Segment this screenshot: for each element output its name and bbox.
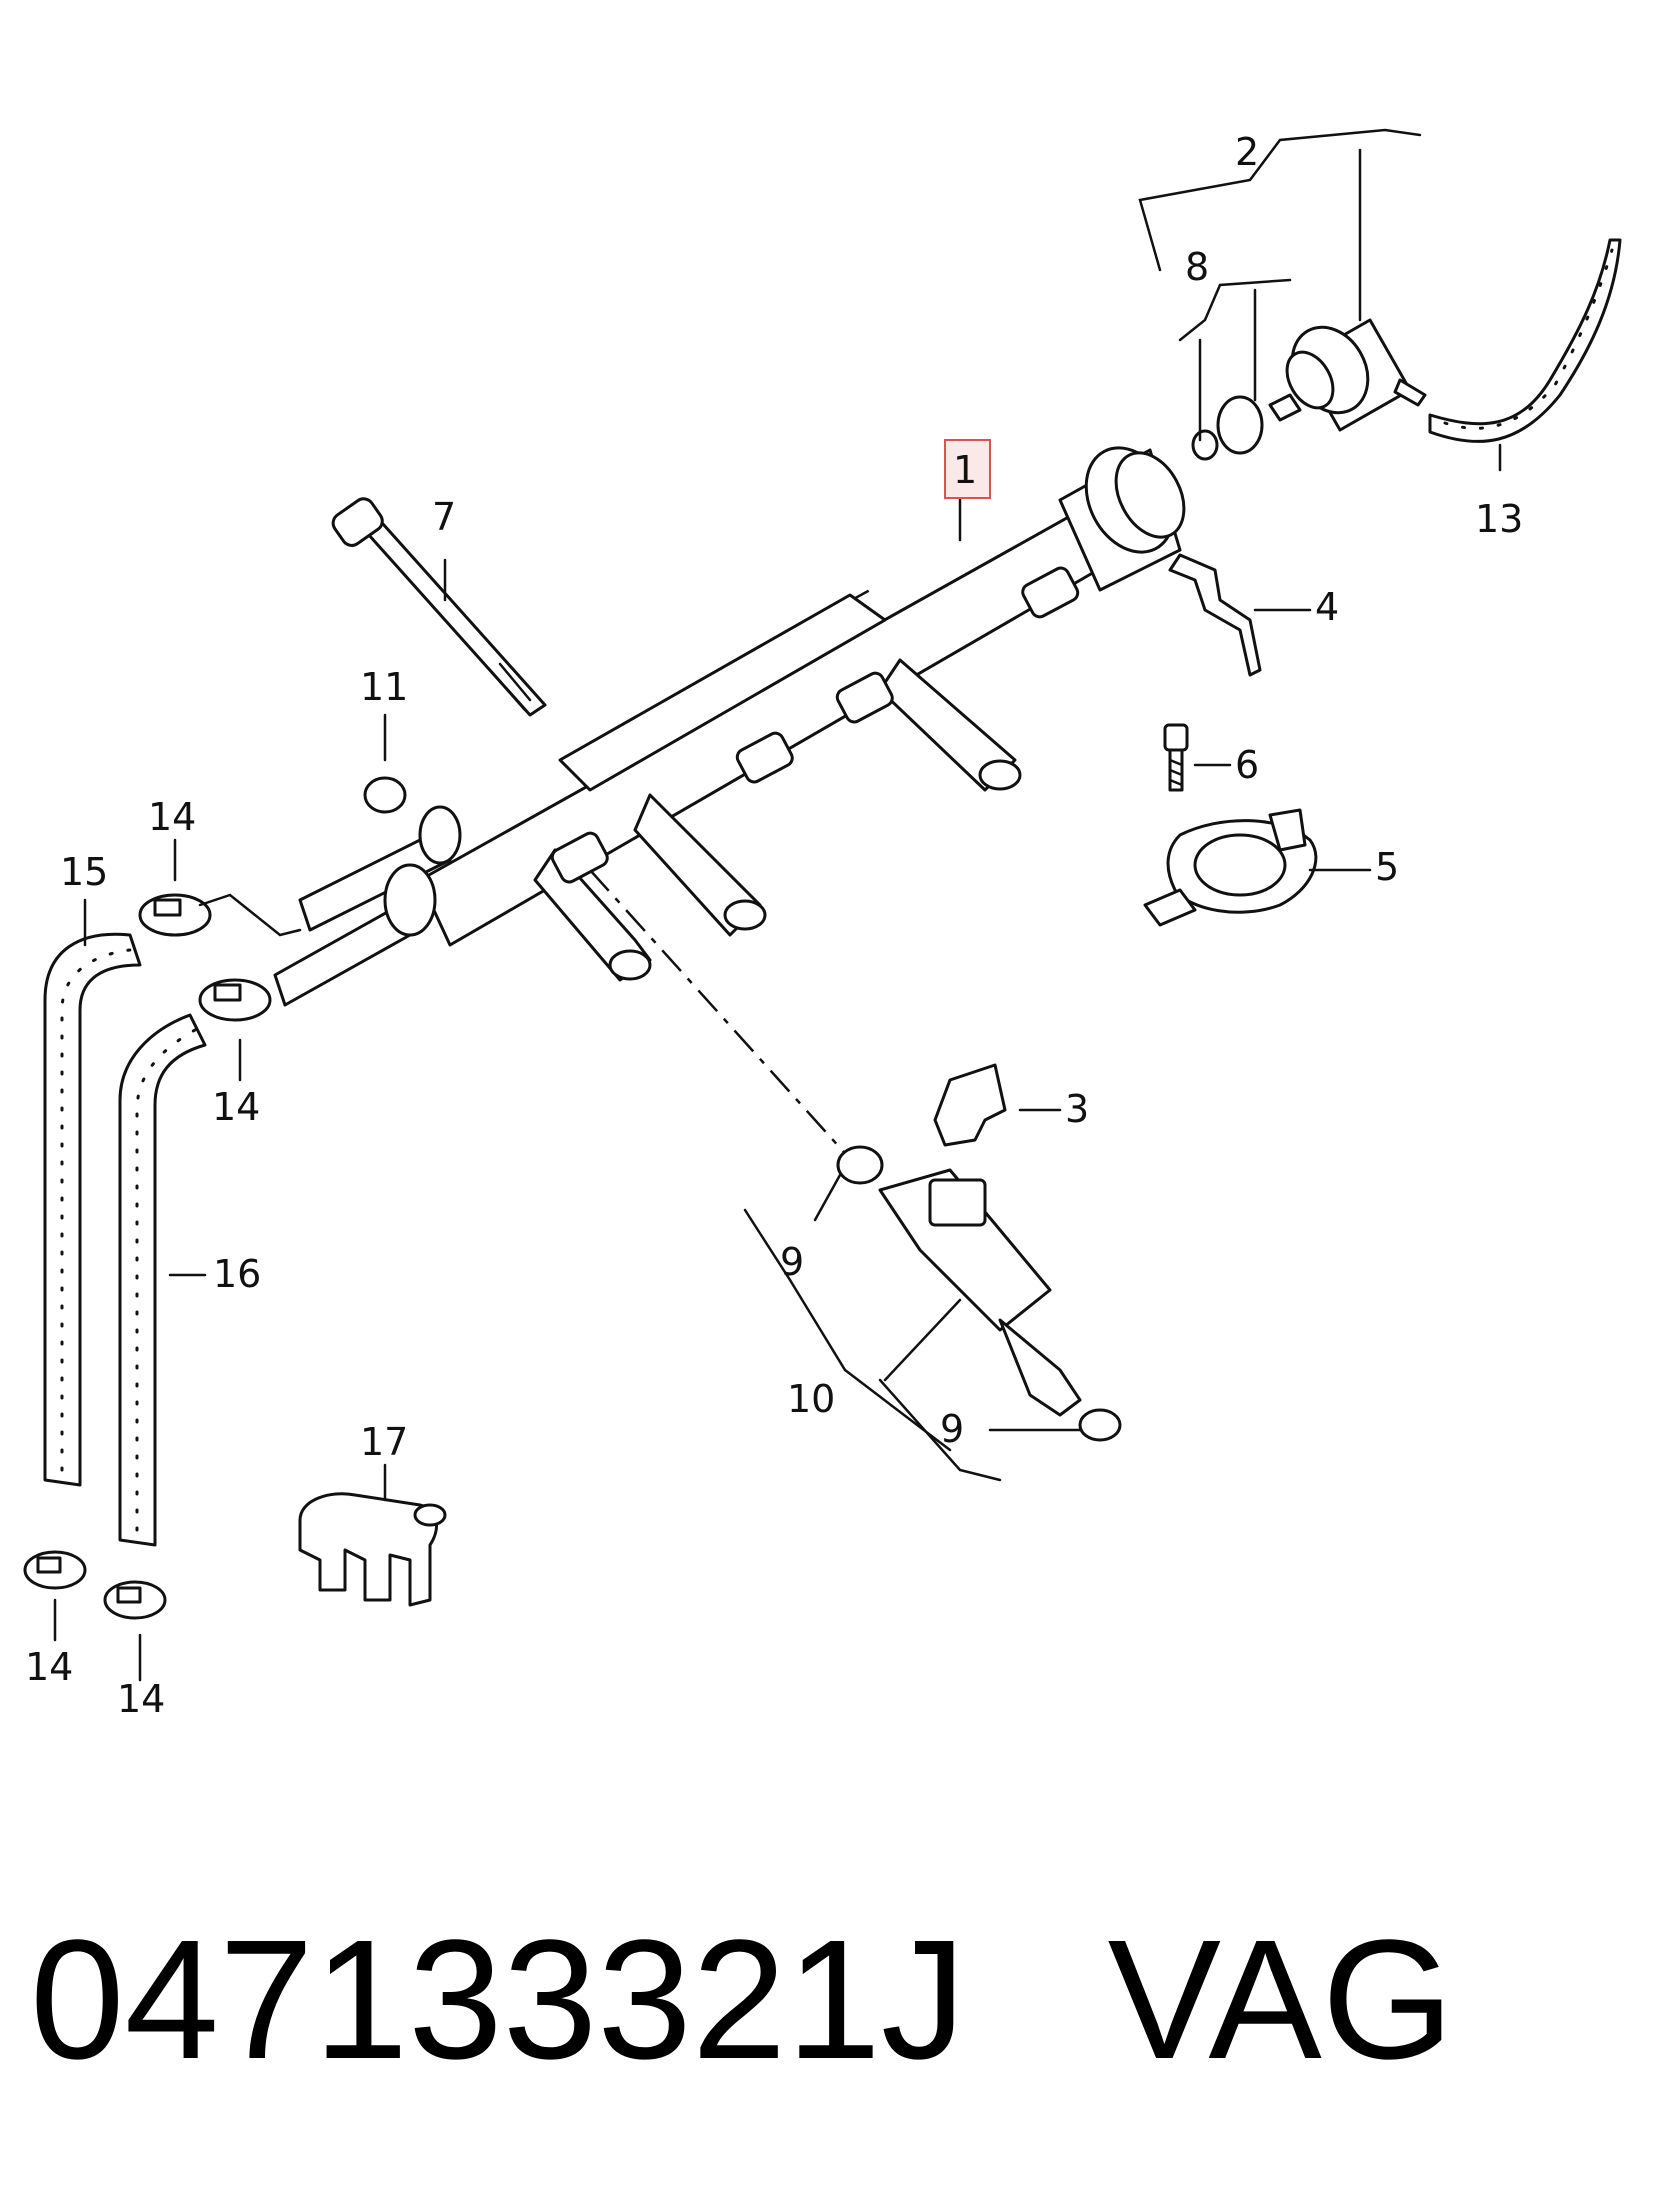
label-6: 6 [1235, 743, 1259, 787]
label-10: 10 [787, 1377, 835, 1421]
seal-9-upper [836, 1145, 884, 1185]
hose-clamp-14-a [138, 893, 212, 937]
label-16: 16 [213, 1252, 261, 1296]
hose-clamp-14-b [198, 978, 272, 1022]
seal-9-lower [1078, 1408, 1122, 1442]
vacuum-hose-13 [1428, 238, 1622, 443]
fuel-injector-10 [836, 1145, 1122, 1442]
label-2: 2 [1235, 130, 1259, 174]
label-5: 5 [1375, 845, 1399, 889]
bolt-7 [331, 497, 547, 717]
part-number-caption: 047133321J VAG [30, 1890, 1530, 2110]
centerline-injector [589, 869, 861, 1171]
fuel-hose-15 [43, 932, 142, 1487]
label-13: 13 [1475, 497, 1523, 541]
label-8: 8 [1185, 245, 1209, 289]
label-3: 3 [1065, 1087, 1089, 1131]
label-14-d: 14 [117, 1677, 165, 1721]
pressure-regulator-2 [1268, 318, 1427, 432]
fuel-rail [273, 446, 1186, 1007]
label-14-c: 14 [25, 1645, 73, 1689]
label-9-upper: 9 [780, 1240, 804, 1284]
part-number: 047133321J [30, 1905, 966, 2095]
label-7: 7 [432, 495, 456, 539]
hose-clamp-14-d [103, 1580, 167, 1620]
leader-lines [53, 128, 1502, 1682]
o-ring-8 [1216, 395, 1264, 455]
brand-name: VAG [1107, 1905, 1455, 2095]
label-15: 15 [60, 850, 108, 894]
fuel-rail-exploded-diagram: 1 2 3 4 5 6 7 8 9 9 10 11 13 14 14 14 14… [23, 128, 1622, 1721]
seal-ring-11 [363, 776, 407, 814]
label-9-lower: 9 [940, 1407, 964, 1451]
label-14-b: 14 [212, 1085, 260, 1129]
clip-3 [933, 1063, 1007, 1147]
highlight-box-part-1 [944, 439, 991, 499]
label-17: 17 [360, 1420, 408, 1464]
fuel-hose-16 [118, 1013, 207, 1547]
label-11: 11 [360, 665, 408, 709]
label-4: 4 [1315, 585, 1339, 629]
label-1: 1 [953, 448, 977, 492]
label-14-a: 14 [148, 795, 196, 839]
bracket-5 [1143, 808, 1318, 927]
hose-clamp-14-c [23, 1550, 87, 1590]
screw-6 [1163, 723, 1189, 792]
hose-holder-17 [298, 1492, 447, 1607]
o-ring-small [1191, 429, 1219, 461]
retaining-clip-4 [1168, 553, 1262, 677]
